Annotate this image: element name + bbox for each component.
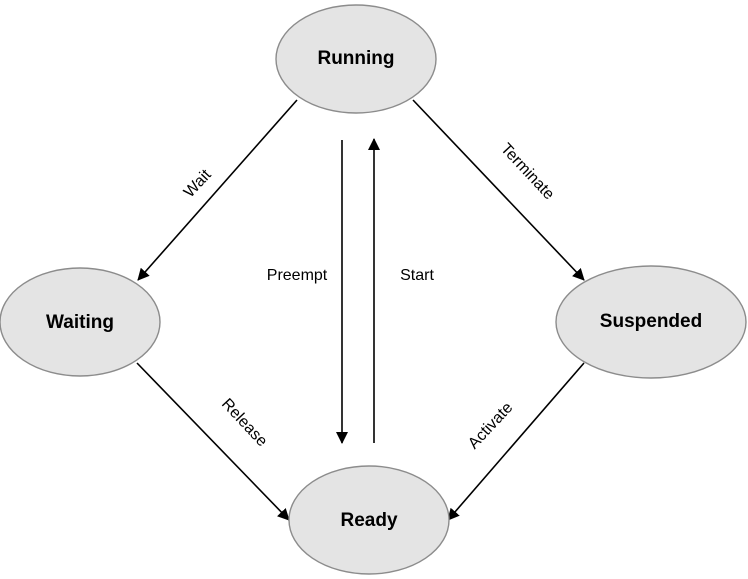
- state-suspended: Suspended: [555, 265, 747, 379]
- edge-label-wait: Wait: [181, 166, 215, 201]
- edge-label-release: Release: [218, 396, 271, 451]
- edge-wait: [137, 99, 298, 281]
- state-label-ready: Ready: [340, 510, 397, 531]
- state-label-suspended: Suspended: [600, 311, 702, 332]
- edge-label-preempt: Preempt: [267, 267, 328, 284]
- state-label-running: Running: [317, 48, 394, 69]
- edge-label-terminate: Terminate: [497, 140, 557, 203]
- edge-label-start: Start: [400, 267, 434, 284]
- state-label-waiting: Waiting: [46, 312, 114, 333]
- state-waiting: Waiting: [0, 267, 161, 377]
- state-ready: Ready: [288, 465, 450, 575]
- edge-activate: [447, 362, 585, 521]
- edge-terminate: [412, 99, 585, 281]
- state-running: Running: [275, 4, 437, 114]
- edge-label-activate: Activate: [465, 399, 516, 452]
- edge-release: [136, 362, 290, 521]
